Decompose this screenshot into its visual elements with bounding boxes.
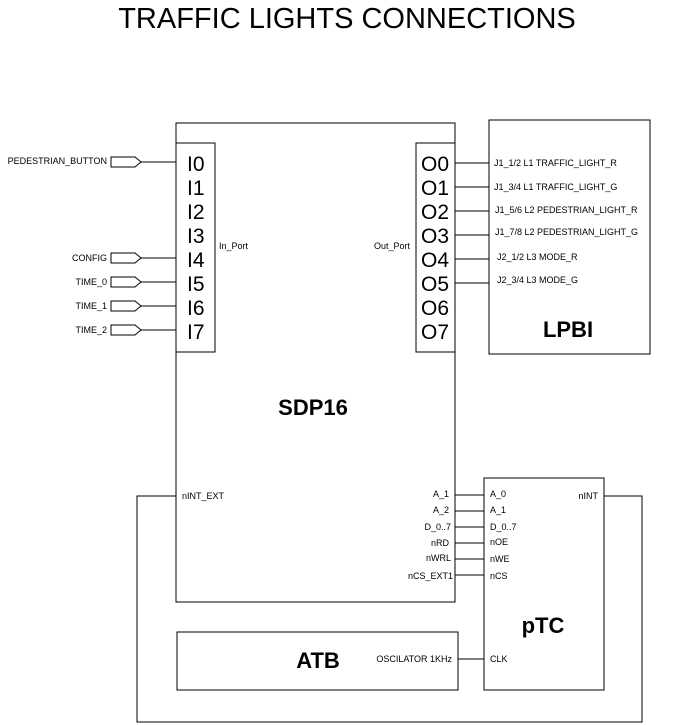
interrupt-wire	[136, 495, 643, 723]
connector-pedestrian-button	[110, 156, 142, 168]
bus-wires	[455, 494, 484, 576]
input-label-time-1: TIME_1	[75, 301, 107, 311]
lpbi-signal-5: J2_3/4 L3 MODE_G	[497, 275, 578, 285]
ptc-pin-d: D_0..7	[490, 522, 517, 532]
lpbi-signal-2: J1_5/6 L2 PEDESTRIAN_LIGHT_R	[495, 205, 638, 215]
sdp-bus-label-nrd: nRD	[431, 538, 450, 548]
in-port-pins: I0 I1 I2 I3 I4 I5 I6 I7	[187, 153, 205, 344]
sdp16-block	[175, 122, 456, 603]
ptc-pin-noe: nOE	[490, 537, 508, 547]
ptc-int-label: nINT	[578, 491, 598, 501]
sdp-bus-label-d: D_0..7	[424, 522, 451, 532]
out-pin-o6: O6	[421, 297, 449, 320]
lpbi-signal-3: J1_7/8 L2 PEDESTRIAN_LIGHT_G	[495, 227, 638, 237]
input-label-time-0: TIME_0	[75, 277, 107, 287]
out-port-label: Out_Port	[374, 241, 411, 251]
out-pin-o2: O2	[421, 201, 449, 224]
connector-config	[110, 252, 142, 264]
connector-time-1	[110, 300, 142, 312]
out-pin-o5: O5	[421, 273, 449, 296]
out-pin-o1: O1	[421, 177, 449, 200]
sdp-bus-label-nwrl: nWRL	[426, 553, 451, 563]
sdp-bus-labels: A_1 A_2 D_0..7 nRD nWRL nCS_EXT1	[408, 489, 453, 581]
atb-label: ATB	[296, 648, 340, 673]
connector-time-2	[110, 324, 142, 336]
sdp16-label: SDP16	[278, 395, 348, 420]
sdp-bus-label-a1: A_1	[433, 489, 449, 499]
sdp-bus-label-ncs-ext1: nCS_EXT1	[408, 571, 453, 581]
lpbi-signal-4: J2_1/2 L3 MODE_R	[497, 252, 578, 262]
in-pin-i1: I1	[187, 177, 205, 200]
in-pin-i5: I5	[187, 273, 205, 296]
out-port-pins: O0 O1 O2 O3 O4 O5 O6 O7	[421, 153, 449, 344]
ptc-label: pTC	[522, 613, 565, 638]
ptc-pin-a0: A_0	[490, 489, 506, 499]
in-pin-i0: I0	[187, 153, 205, 176]
ptc-pin-nwe: nWE	[490, 554, 510, 564]
in-pin-i6: I6	[187, 297, 205, 320]
ptc-pin-a1: A_1	[490, 505, 506, 515]
ptc-pin-labels: A_0 A_1 D_0..7 nOE nWE nCS	[490, 489, 517, 581]
ptc-pin-ncs: nCS	[490, 571, 508, 581]
lpbi-wires	[455, 162, 489, 284]
out-pin-o0: O0	[421, 153, 449, 176]
connector-time-0	[110, 276, 142, 288]
atb-block	[176, 631, 459, 691]
ptc-clk-label: CLK	[490, 654, 508, 664]
page-title: TRAFFIC LIGHTS CONNECTIONS	[118, 3, 576, 35]
out-pin-o4: O4	[421, 249, 449, 272]
lpbi-signal-1: J1_3/4 L1 TRAFFIC_LIGHT_G	[494, 182, 617, 192]
input-label-config: CONFIG	[72, 253, 107, 263]
in-pin-i7: I7	[187, 321, 205, 344]
input-label-time-2: TIME_2	[75, 325, 107, 335]
out-pin-o7: O7	[421, 321, 449, 344]
input-label-pedestrian-button: PEDESTRIAN_BUTTON	[8, 156, 107, 166]
sdp-int-label: nINT_EXT	[182, 491, 225, 501]
in-port-label: In_Port	[219, 241, 249, 251]
ptc-block	[483, 477, 605, 691]
out-port-box	[415, 142, 456, 353]
atb-osc-label: OSCILATOR 1KHz	[376, 654, 452, 664]
lpbi-signal-0: J1_1/2 L1 TRAFFIC_LIGHT_R	[494, 158, 617, 168]
input-connectors	[110, 156, 176, 336]
in-pin-i3: I3	[187, 225, 205, 248]
lpbi-label: LPBI	[543, 317, 593, 342]
out-pin-o3: O3	[421, 225, 449, 248]
lpbi-signal-labels: J1_1/2 L1 TRAFFIC_LIGHT_R J1_3/4 L1 TRAF…	[494, 158, 638, 285]
in-pin-i2: I2	[187, 201, 205, 224]
in-port-box	[175, 142, 216, 353]
sdp-bus-label-a2: A_2	[433, 505, 449, 515]
input-labels: PEDESTRIAN_BUTTON CONFIG TIME_0 TIME_1 T…	[8, 156, 107, 335]
lpbi-block	[488, 119, 651, 355]
in-pin-i4: I4	[187, 249, 205, 272]
